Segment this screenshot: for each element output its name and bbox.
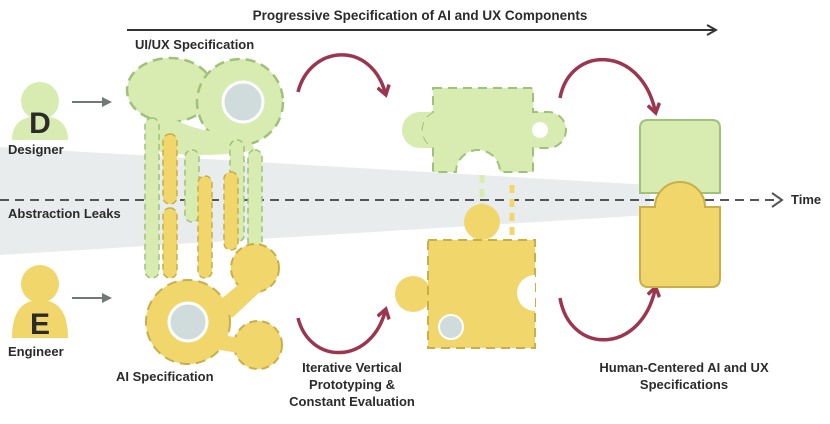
ai-spec-label: AI Specification [116,369,214,384]
engineer-label: Engineer [8,344,64,359]
designer-letter: D [29,107,51,140]
engineer-letter: E [30,308,50,341]
green-puzzle-piece [402,87,567,173]
time-arrow-head [771,192,784,208]
diagram-title: Progressive Specification of AI and UX C… [253,8,588,23]
final-spec-piece [639,119,721,288]
human-caption-line2: Specifications [640,377,728,392]
time-label: Time [791,192,821,207]
uiux-spec-label: UI/UX Specification [135,37,254,52]
yellow-puzzle-piece [395,204,536,349]
human-caption-line1: Human-Centered AI and UX [599,360,769,375]
ai-spec-blob [145,243,283,370]
ai-drips [162,133,239,279]
arrow-uiux-to-puzzle [296,53,385,92]
arrow-puzzle-to-final-bottom [558,290,655,342]
arrow-ai-to-puzzle [296,312,385,355]
iterative-caption-line1: Iterative Vertical [302,360,402,375]
designer-label: Designer [8,142,64,157]
iterative-caption-line2: Prototyping & [309,377,395,392]
engineer-avatar: E [12,265,68,341]
arrow-puzzle-to-final-top [558,58,655,110]
iterative-caption-line3: Constant Evaluation [289,394,415,409]
abstraction-leaks-label: Abstraction Leaks [8,206,121,221]
designer-avatar: D [12,82,68,140]
